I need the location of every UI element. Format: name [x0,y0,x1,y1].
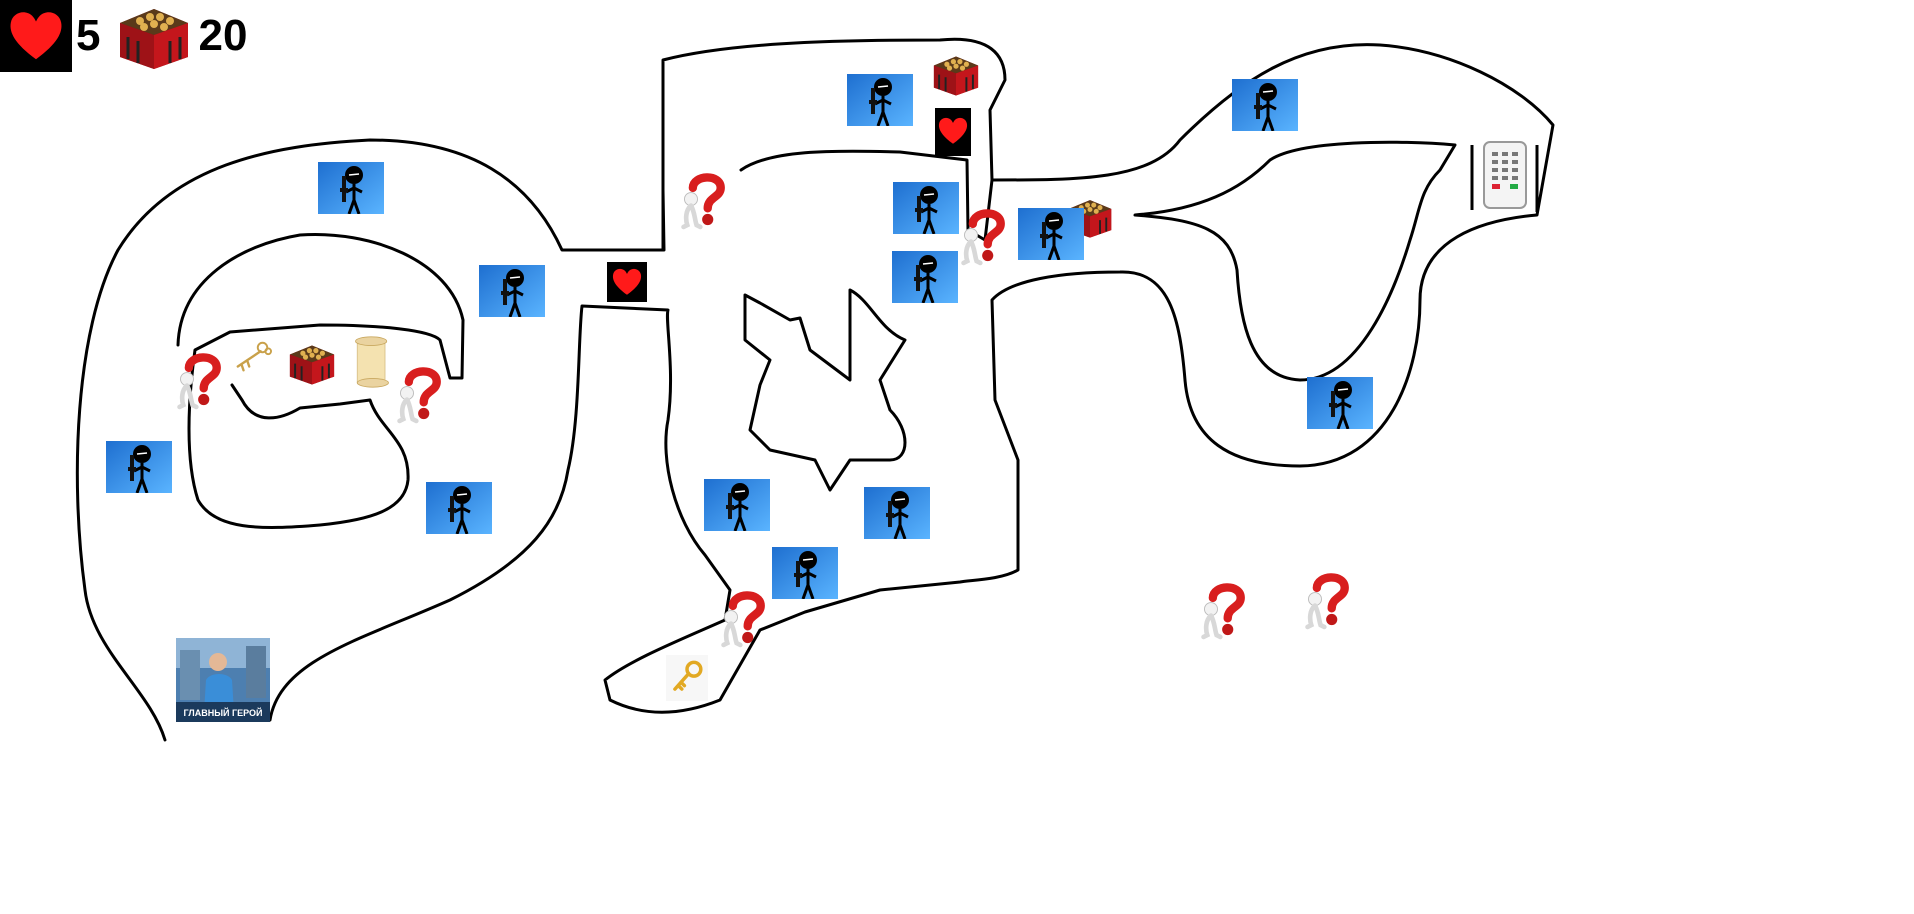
lives-icon-box [0,0,72,72]
enemy-stickman-icon[interactable] [106,441,172,493]
crate-icon[interactable] [288,344,336,386]
scroll-icon[interactable] [355,336,389,388]
enemy-stickman-icon[interactable] [704,479,770,531]
heart-icon [10,12,62,60]
gate-bars [1470,145,1539,212]
hud: 5 20 [0,0,247,72]
question-mark-figure-icon[interactable] [400,371,437,420]
enemies [106,74,1373,599]
keypad-lock-icon[interactable] [1482,140,1528,210]
question-mark-figure-icon[interactable] [180,357,217,406]
enemy-stickman-icon[interactable] [1307,377,1373,429]
lives-count: 5 [76,11,101,60]
heart-pickup[interactable] [935,108,971,156]
crate-icon [118,7,190,71]
map-walls [75,37,1555,742]
enemy-stickman-icon[interactable] [1018,208,1084,260]
enemy-stickman-icon[interactable] [1232,79,1298,131]
poster-title: ГЛАВНЫЙ ГЕРОЙ [184,707,263,718]
movie-poster[interactable]: ГЛАВНЫЙ ГЕРОЙ [176,638,270,722]
heart-pickup[interactable] [607,262,647,302]
enemy-stickman-icon[interactable] [864,487,930,539]
crate-count: 20 [198,11,248,60]
enemy-stickman-icon[interactable] [772,547,838,599]
question-marks [180,177,1345,644]
question-mark-figure-icon[interactable] [684,177,721,226]
enemy-stickman-icon[interactable] [318,162,384,214]
enemy-stickman-icon[interactable] [893,182,959,234]
enemy-stickman-icon[interactable] [426,482,492,534]
enemy-stickman-icon[interactable] [847,74,913,126]
wall-right-inner [1133,140,1457,382]
enemy-stickman-icon[interactable] [479,265,545,317]
wall-center-island [743,288,907,492]
question-mark-figure-icon[interactable] [1308,577,1345,626]
key-pickup[interactable] [666,655,708,701]
wall-left-ring [176,232,465,529]
ornate-key-icon[interactable] [236,341,273,372]
enemy-stickman-icon[interactable] [892,251,958,303]
question-mark-figure-icon[interactable] [1204,587,1241,636]
wall-center [739,149,994,242]
wall-left-outer [75,37,1555,742]
crate-icon[interactable] [932,55,980,97]
